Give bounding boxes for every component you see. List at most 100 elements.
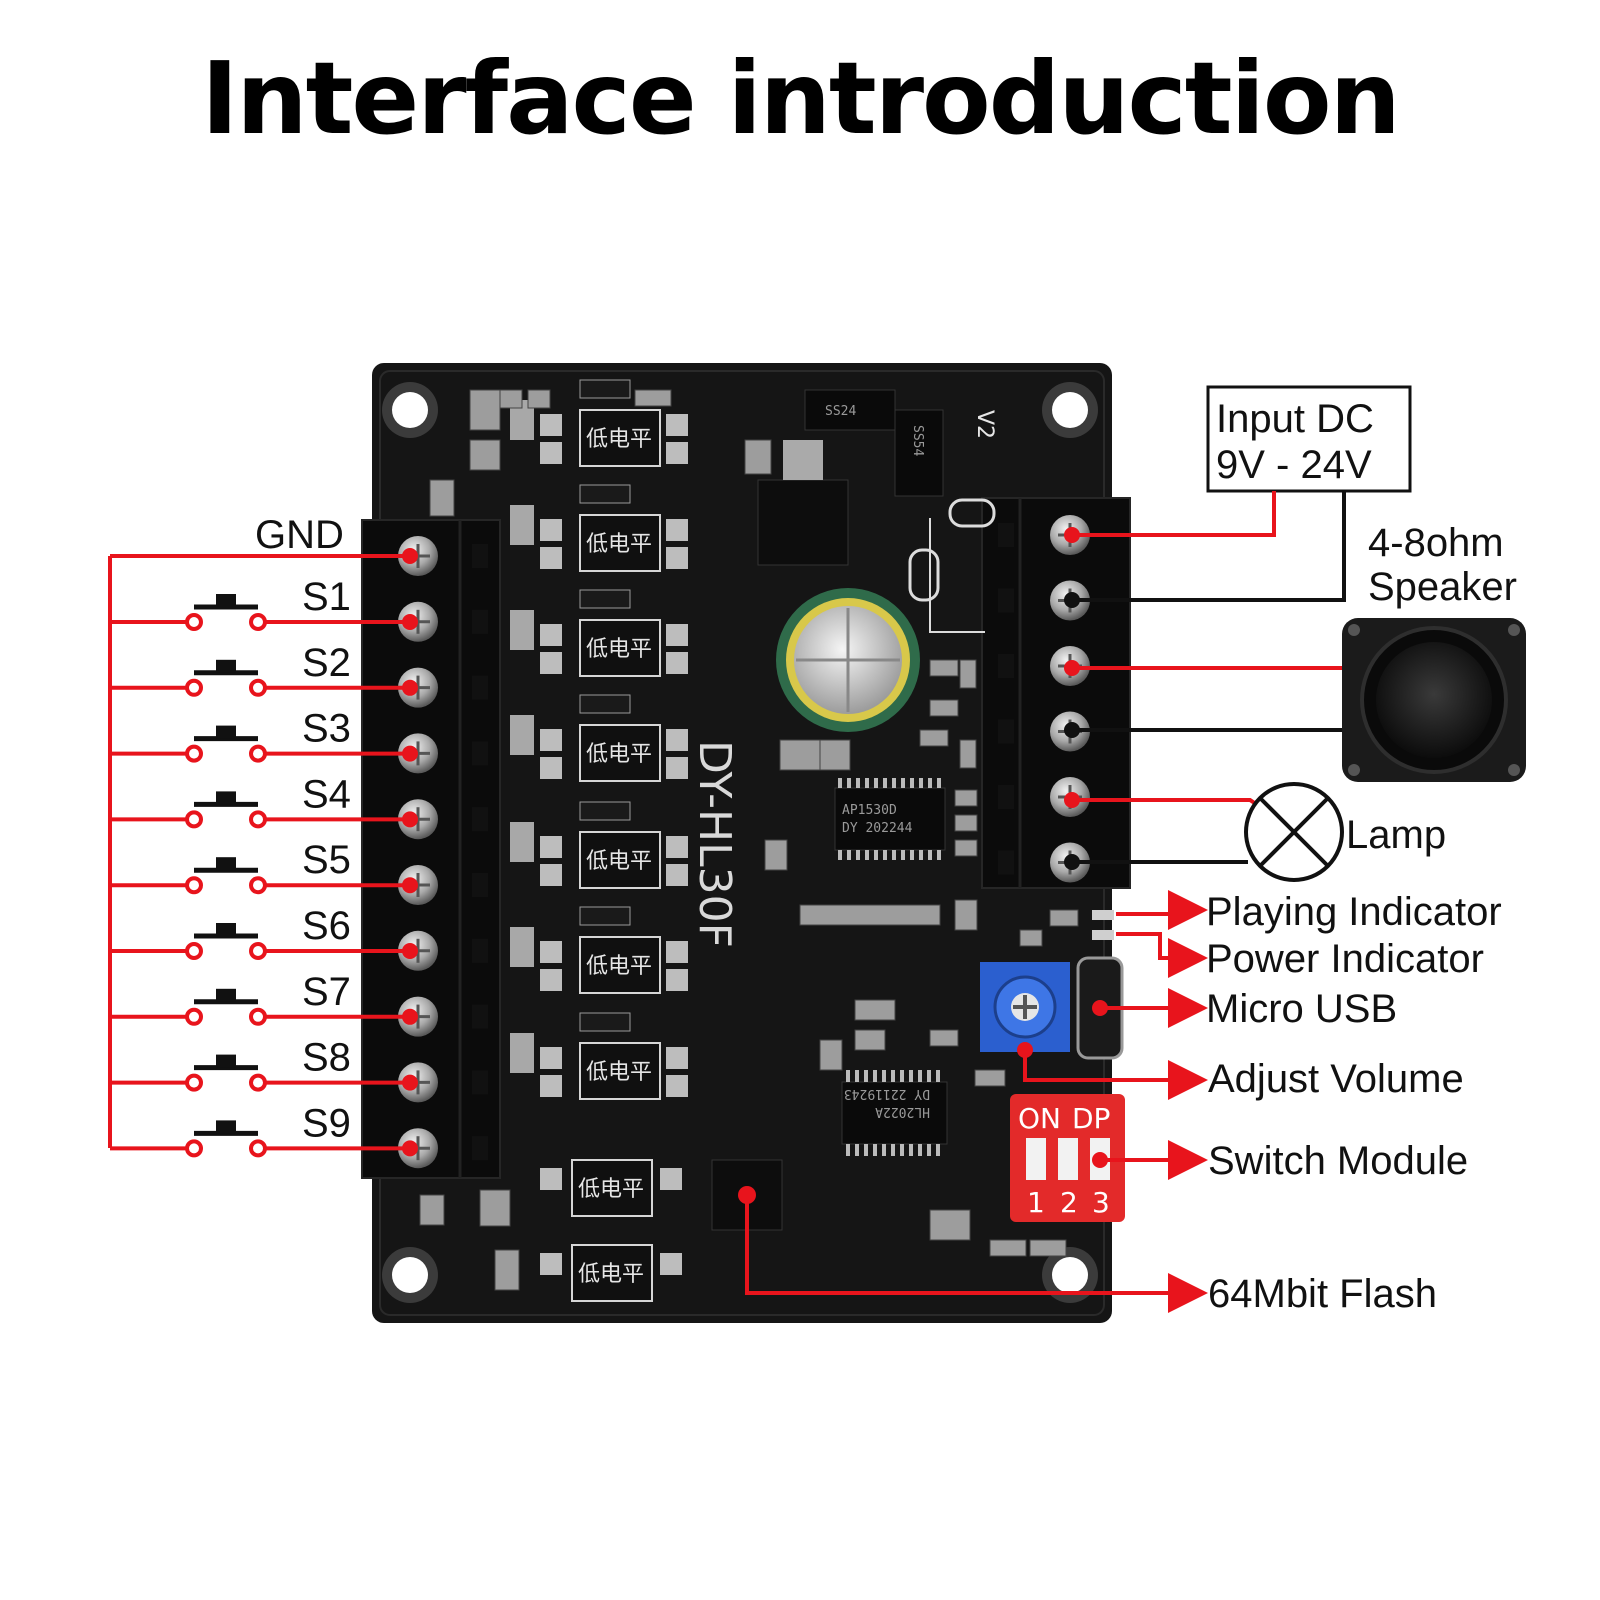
smd-component [919,729,949,747]
switch-label: S5 [302,838,351,882]
optocoupler-chip: 低电平 [510,906,688,994]
optocoupler-chip: 低电平 [510,1012,688,1100]
svg-text:低电平: 低电平 [586,742,652,767]
smd-component [419,1194,445,1226]
optocoupler-chip: 低电平 [510,694,688,782]
smd-component [854,1029,886,1051]
board-version-label: V2 [972,410,997,439]
micro-usb-callout: Micro USB [1092,987,1397,1031]
smd-component [527,389,551,409]
svg-text:SS24: SS24 [825,404,856,419]
gnd-label: GND [255,513,344,557]
smd-component [954,814,978,832]
svg-text:DY 202244: DY 202244 [842,821,913,836]
switch-label: S9 [302,1101,351,1145]
smd-component [954,899,978,931]
push-switch-s2: S2 [110,641,418,697]
regulator: SS24 [757,389,896,566]
smd-component [929,659,959,677]
indicator-leds [1092,910,1114,940]
push-switch-s4: S4 [110,772,418,829]
smd-component [974,1069,1006,1087]
amplifier-ic: AP1530D DY 202244 [834,778,946,860]
speaker-icon [1342,618,1526,782]
svg-text:9V - 24V: 9V - 24V [1216,443,1372,487]
smd-component [819,739,851,771]
smd-component [929,1209,971,1241]
smd-component [954,839,978,857]
indicator-callouts: Playing Indicator Power Indicator [1116,890,1502,981]
push-switch-s8: S8 [110,1036,418,1092]
smd-component [499,389,523,409]
switch-label: S1 [302,575,351,619]
push-switch-s1: S1 [110,575,418,631]
smd-component [469,389,501,431]
output-terminal-block [981,497,1131,889]
volume-potentiometer [980,962,1070,1052]
smd-component [479,1189,511,1227]
smd-component [929,1029,959,1047]
smd-component [959,659,977,689]
lamp-icon [1244,782,1344,882]
svg-text:Speaker: Speaker [1368,565,1517,609]
smd-component [779,739,821,771]
svg-text:DP: DP [1072,1102,1110,1135]
svg-text:低电平: 低电平 [586,637,652,662]
svg-text:低电平: 低电平 [586,954,652,979]
input-dc-callout: Input DC 9V - 24V [1064,385,1412,608]
push-switch-s6: S6 [110,904,418,960]
optocoupler-chip: 低电平 [510,589,688,677]
smd-component [494,1249,520,1291]
svg-text:AP1530D: AP1530D [842,803,897,818]
switch-label: S4 [302,772,351,816]
smd-component [1019,929,1043,947]
svg-text:Input DC: Input DC [1216,397,1374,441]
smd-component [819,1039,843,1071]
smd-component [1049,909,1079,927]
flash-callout: 64Mbit Flash [738,1186,1437,1316]
svg-text:3: 3 [1092,1186,1110,1219]
speaker-callout: 4-8ohm Speaker [1064,521,1526,782]
smd-component [989,1239,1027,1257]
svg-text:Playing Indicator: Playing Indicator [1206,890,1502,934]
svg-text:Micro USB: Micro USB [1206,987,1397,1031]
smd-component [1029,1239,1067,1257]
svg-text:低电平: 低电平 [586,849,652,874]
svg-text:ON: ON [1018,1102,1061,1135]
push-switch-s3: S3 [110,707,418,763]
svg-text:低电平: 低电平 [586,532,652,557]
page-title: Interface introduction [201,40,1401,157]
dip-switch: ON DP 1 2 3 [1010,1094,1125,1222]
mounting-holes [382,382,1098,1303]
diode: SS54 [894,409,944,497]
switch-label: S3 [302,707,351,751]
optocoupler-chip: 低电平 [540,1244,682,1302]
smd-component [764,839,788,871]
switch-module-callout: Switch Module [1092,1139,1468,1183]
optocoupler-chip: 低电平 [510,379,688,467]
smd-component [744,439,772,475]
svg-text:低电平: 低电平 [586,1060,652,1085]
svg-text:DY 22119243: DY 22119243 [844,1086,930,1101]
switch-label: S6 [302,904,351,948]
svg-text:SS54: SS54 [910,425,925,456]
svg-text:低电平: 低电平 [578,1262,644,1287]
smd-component [959,739,977,769]
optocoupler-chip: 低电平 [510,801,688,889]
smd-component [429,479,455,517]
electrolytic-capacitor [776,588,920,732]
push-switch-s7: S7 [110,970,418,1026]
board-model-label: DY-HL30F [689,740,740,948]
switch-label: S2 [302,641,351,685]
svg-text:低电平: 低电平 [578,1177,644,1202]
svg-text:低电平: 低电平 [586,427,652,452]
svg-text:Switch Module: Switch Module [1208,1139,1468,1183]
input-terminal-block [361,519,501,1179]
switch-label: S8 [302,1036,351,1080]
adjust-volume-callout: Adjust Volume [1017,1042,1464,1101]
smd-component [854,999,896,1021]
svg-text:64Mbit Flash: 64Mbit Flash [1208,1272,1437,1316]
